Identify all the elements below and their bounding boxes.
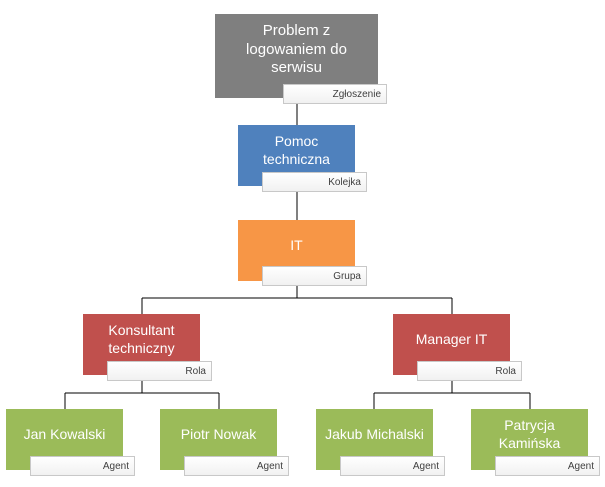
agent-tag-1: Agent xyxy=(30,456,135,476)
agent-node-4[interactable]: Patrycja Kamińska Agent xyxy=(471,409,601,478)
ticket-node[interactable]: Problem z logowaniem do serwisu Zgłoszen… xyxy=(215,14,390,106)
queue-tag: Kolejka xyxy=(262,172,367,192)
agent-label-3: Jakub Michalski xyxy=(325,425,424,442)
agent-node-2[interactable]: Piotr Nowak Agent xyxy=(160,409,290,478)
agent-label-1: Jan Kowalski xyxy=(23,425,106,442)
ticket-tag: Zgłoszenie xyxy=(283,84,387,104)
role-label-konsultant: Konsultant techniczny xyxy=(108,322,175,356)
group-tag: Grupa xyxy=(262,266,367,286)
agent-label-4: Patrycja Kamińska xyxy=(498,417,561,451)
agent-node-1[interactable]: Jan Kowalski Agent xyxy=(6,409,136,478)
queue-node[interactable]: Pomoc techniczna Kolejka xyxy=(238,125,368,194)
role-tag-konsultant: Rola xyxy=(107,361,212,381)
agent-tag-3: Agent xyxy=(340,456,445,476)
agent-tag-2: Agent xyxy=(184,456,289,476)
agent-label-2: Piotr Nowak xyxy=(180,425,257,442)
ticket-label: Problem z logowaniem do serwisu xyxy=(246,21,347,77)
queue-label: Pomoc techniczna xyxy=(263,133,330,167)
role-node-manager[interactable]: Manager IT Rola xyxy=(393,314,523,383)
role-tag-manager: Rola xyxy=(417,361,522,381)
agent-node-3[interactable]: Jakub Michalski Agent xyxy=(316,409,446,478)
group-node[interactable]: IT Grupa xyxy=(238,220,368,289)
role-node-konsultant[interactable]: Konsultant techniczny Rola xyxy=(83,314,213,383)
group-label: IT xyxy=(290,236,303,253)
agent-tag-4: Agent xyxy=(495,456,600,476)
role-label-manager: Manager IT xyxy=(415,330,488,347)
